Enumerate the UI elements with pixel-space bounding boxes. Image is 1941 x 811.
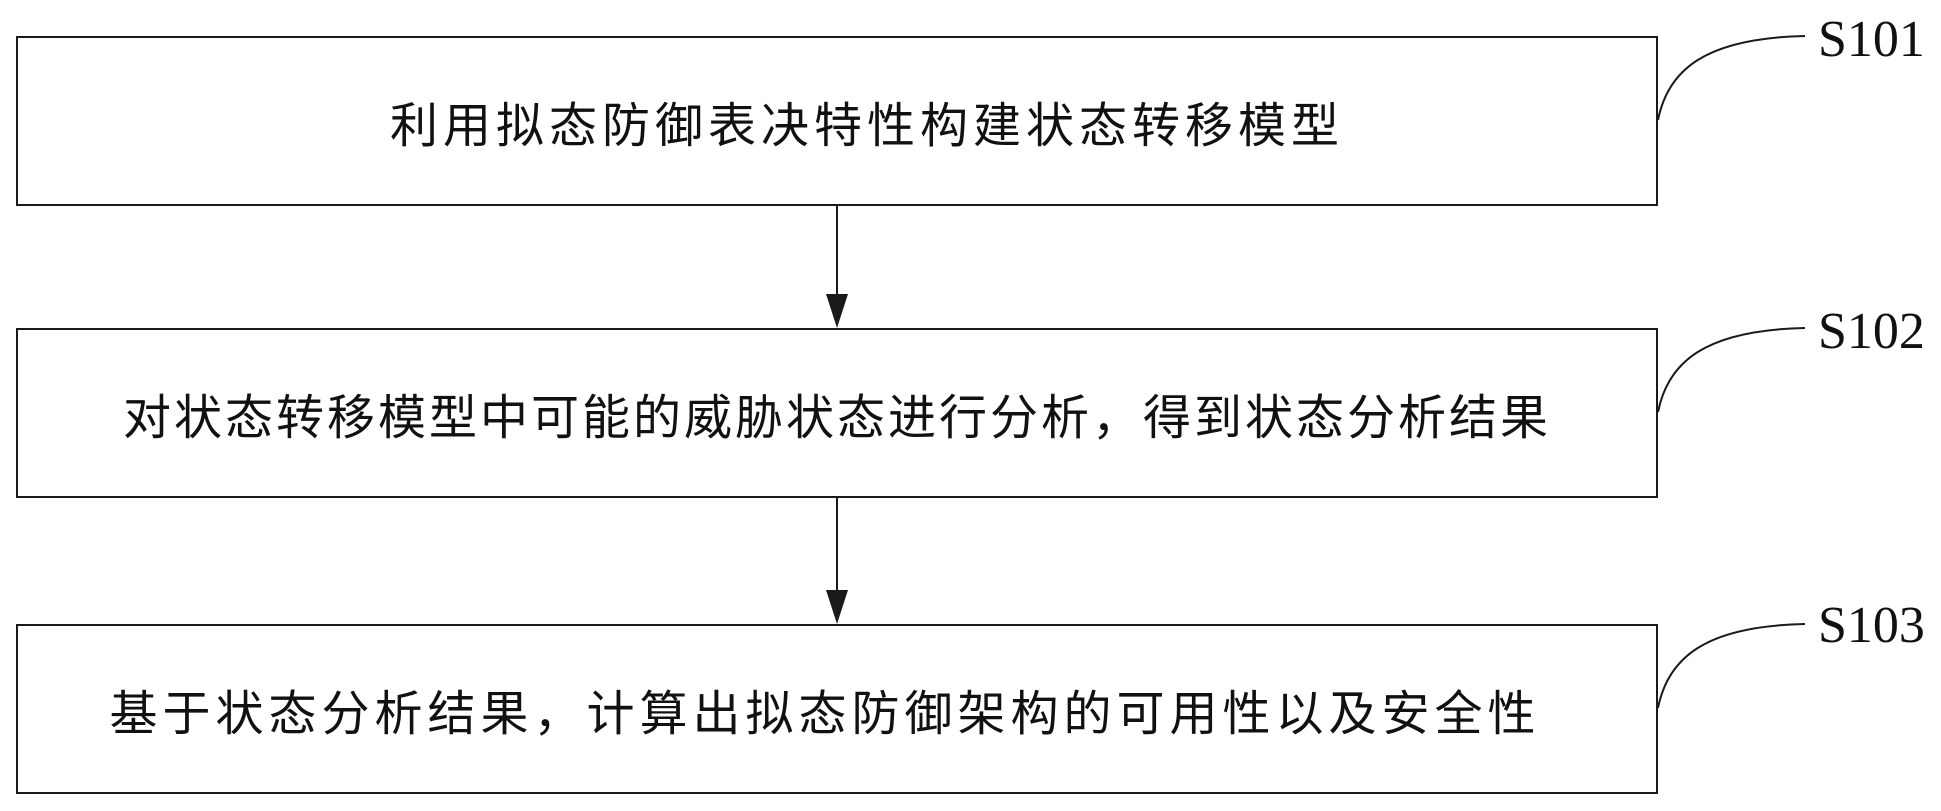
step-label-s101: S101 bbox=[1818, 11, 1925, 68]
arrow-s101-to-s102 bbox=[826, 206, 848, 328]
step-label-s103: S103 bbox=[1818, 597, 1925, 654]
step-box-s101: 利用拟态防御表决特性构建状态转移模型 bbox=[16, 36, 1658, 206]
leader-curve-s101 bbox=[1657, 35, 1806, 121]
leader-curve-s103 bbox=[1657, 623, 1806, 709]
leader-curve-s102 bbox=[1657, 327, 1806, 413]
step-text-s103: 基于状态分析结果，计算出拟态防御架构的可用性以及安全性 bbox=[109, 686, 1541, 742]
step-text-s101: 利用拟态防御表决特性构建状态转移模型 bbox=[389, 98, 1344, 154]
arrow-s102-to-s103 bbox=[826, 498, 848, 624]
step-box-s102: 对状态转移模型中可能的威胁状态进行分析，得到状态分析结果 bbox=[16, 328, 1658, 498]
step-box-s103: 基于状态分析结果，计算出拟态防御架构的可用性以及安全性 bbox=[16, 624, 1658, 794]
step-text-s102: 对状态转移模型中可能的威胁状态进行分析，得到状态分析结果 bbox=[122, 390, 1551, 446]
step-label-s102: S102 bbox=[1818, 303, 1925, 360]
